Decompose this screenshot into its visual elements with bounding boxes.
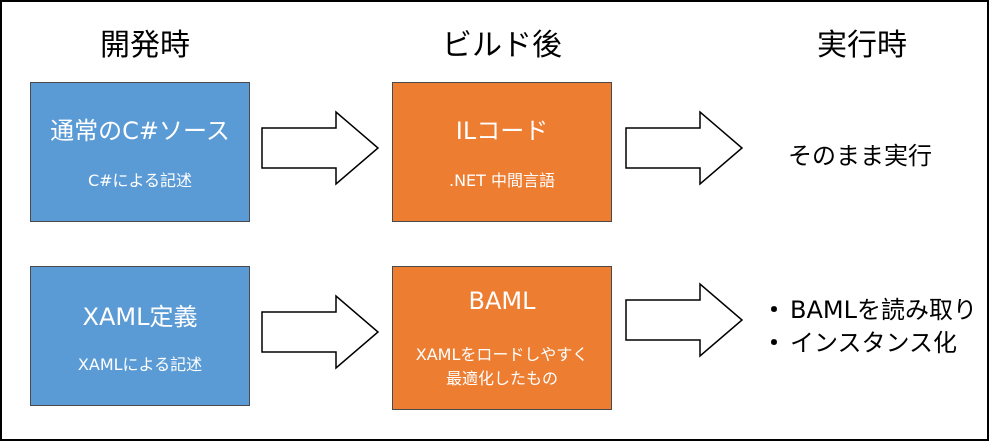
xaml-definition-subtitle: XAMLによる記述 <box>77 355 203 374</box>
header-run-time: 実行時 <box>817 28 907 63</box>
list-item: ・BAMLを読み取り <box>762 294 977 327</box>
baml-subtitle-line2: 最適化したもの <box>445 369 558 388</box>
il-code-title: ILコード <box>455 117 549 145</box>
header-after-build: ビルド後 <box>442 28 562 63</box>
baml-subtitle-line1: XAMLをロードしやすく <box>415 345 589 364</box>
step-instantiate: インスタンス化 <box>790 329 958 357</box>
il-code-subtitle: .NET 中間言語 <box>448 171 556 190</box>
arrow-right-icon <box>625 110 744 186</box>
csharp-source-box: 通常のC#ソース C#による記述 <box>30 82 250 222</box>
list-item: ・インスタンス化 <box>762 327 977 360</box>
xaml-definition-title: XAML定義 <box>82 303 198 331</box>
step-read-baml: BAMLを読み取り <box>790 296 977 324</box>
csharp-source-title: 通常のC#ソース <box>50 117 230 145</box>
arrow-right-icon <box>261 110 380 186</box>
header-dev-time: 開発時 <box>100 28 190 63</box>
run-as-is-text: そのまま実行 <box>788 142 932 170</box>
arrow-right-icon <box>261 294 380 370</box>
bullet-icon: ・ <box>762 296 786 324</box>
baml-box: BAML XAMLをロードしやすく 最適化したもの <box>392 266 612 410</box>
il-code-box: ILコード .NET 中間言語 <box>392 82 612 222</box>
bullet-icon: ・ <box>762 329 786 357</box>
baml-runtime-steps: ・BAMLを読み取り ・インスタンス化 <box>762 294 977 360</box>
csharp-source-subtitle: C#による記述 <box>87 171 193 190</box>
xaml-definition-box: XAML定義 XAMLによる記述 <box>30 266 250 406</box>
arrow-right-icon <box>625 282 744 358</box>
baml-title: BAML <box>468 287 536 315</box>
